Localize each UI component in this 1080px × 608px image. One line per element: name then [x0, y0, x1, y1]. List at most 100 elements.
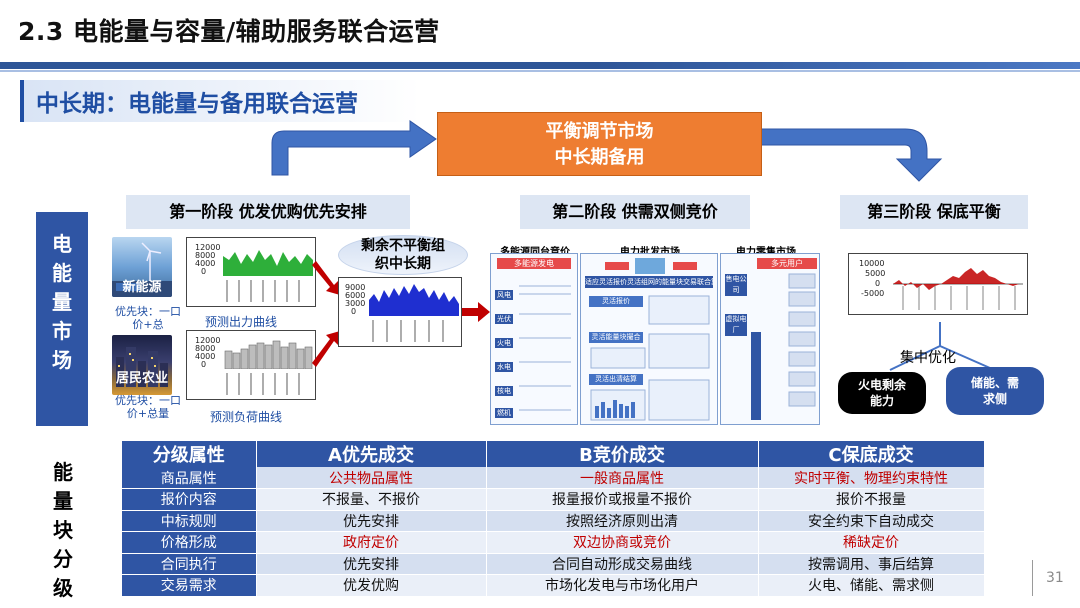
row-label: 价格形成	[122, 531, 257, 554]
balance-market-line2: 中长期备用	[554, 147, 645, 168]
stage-2-header: 第二阶段 供需双侧竞价	[520, 195, 750, 229]
panel-a-lines	[519, 285, 571, 411]
cell-b: 合同自动形成交易曲线	[486, 553, 759, 575]
market-head-a: 多能源同台竞价	[500, 243, 570, 258]
table-header-c: C保底成交	[758, 441, 985, 467]
load-ytick-3: 0	[201, 360, 207, 369]
row-label: 商品属性	[122, 467, 257, 489]
gen-ytick-0: 12000	[195, 243, 221, 252]
cell-c: 火电、储能、需求侧	[758, 574, 985, 597]
right-ytick-0: 10000	[859, 259, 885, 268]
city-photo	[112, 335, 172, 395]
title-rule-thin	[0, 70, 1080, 72]
row-label: 合同执行	[122, 553, 257, 575]
cell-c: 实时平衡、物理约束特性	[758, 467, 985, 489]
cell-c: 报价不报量	[758, 488, 985, 511]
oval-line1: 剩余不平衡组	[361, 238, 445, 254]
cell-a: 优先安排	[256, 510, 487, 532]
wind-turbine-icon	[112, 242, 172, 297]
market-head-b: 电力批发市场	[620, 243, 680, 258]
side-label-energy-market-text: 电能量市场	[52, 232, 72, 372]
stage3-balance-chart: 10000 5000 0 -5000	[848, 253, 1028, 315]
table-row: 价格形成 政府定价 双边协商或竞价 稀缺定价	[122, 531, 985, 554]
thermal-pill-line2: 能力	[869, 394, 894, 408]
panel-c-vpp: 虚拟电厂	[725, 314, 747, 336]
table-row: 中标规则 优先安排 按照经济原则出清 安全约束下自动成交	[122, 510, 985, 532]
converge-arrows	[312, 261, 340, 367]
panel-b-title: 适应灵活报价灵活组网的能量块交易联合算法	[585, 276, 713, 288]
cell-b: 按照经济原则出清	[486, 510, 759, 532]
right-ytick-1: 5000	[865, 269, 886, 278]
oval-line2: 织中长期	[375, 256, 431, 272]
balance-market-box: 平衡调节市场 中长期备用	[437, 112, 762, 176]
cell-a: 不报量、不报价	[256, 488, 487, 511]
row-label: 交易需求	[122, 574, 257, 597]
load-priority: 优先块：一口价+总量	[115, 394, 181, 420]
cell-a: 政府定价	[256, 531, 487, 554]
source-nuclear: 核电	[495, 386, 513, 396]
page-number: 31	[1046, 570, 1064, 586]
gen-forecast-chart: 12000 8000 4000 0	[186, 237, 316, 307]
gen-ytick-2: 4000	[195, 259, 216, 268]
panel-b-graphics	[590, 258, 710, 421]
load-xticks	[226, 373, 300, 395]
gen-xticks	[226, 280, 300, 302]
cell-c: 安全约束下自动成交	[758, 510, 985, 532]
cell-a: 优发优购	[256, 574, 487, 597]
row-label: 报价内容	[122, 488, 257, 511]
source-solar: 光伏	[495, 314, 513, 324]
gen-photo-label: 新能源	[122, 280, 162, 295]
load-ytick-2: 4000	[195, 352, 216, 361]
stage3-balance-plot	[893, 268, 1023, 310]
cell-b: 双边协商或竞价	[486, 531, 759, 554]
table-row: 交易需求 优发优购 市场化发电与市场化用户 火电、储能、需求侧	[122, 574, 985, 597]
subtitle-bar	[20, 80, 420, 122]
panel-c-graphics	[751, 273, 816, 420]
market-head-c: 电力零售市场	[736, 243, 796, 258]
table-row: 合同执行 优先安排 合同自动形成交易曲线 按需调用、事后结算	[122, 553, 985, 575]
right-ytick-3: -5000	[861, 289, 885, 298]
panel-retail: 多元用户 售电公司 虚拟电厂	[720, 253, 820, 425]
load-ytick-1: 8000	[195, 344, 216, 353]
cell-b: 报量报价或报量不报价	[486, 488, 759, 511]
source-thermal: 火电	[495, 338, 513, 348]
mid-ytick-2: 3000	[345, 299, 366, 308]
gen-ytick-1: 8000	[195, 251, 216, 260]
residual-oval	[338, 235, 468, 275]
gen-forecast-plot	[223, 250, 313, 276]
stage2-entry-arrow	[462, 302, 490, 322]
cell-a: 优先安排	[256, 553, 487, 575]
load-curve-caption: 预测负荷曲线	[210, 410, 283, 424]
table-header-a: A优先成交	[256, 441, 487, 467]
storage-pill-line2: 求侧	[982, 392, 1007, 406]
curved-arrow-right	[760, 128, 943, 182]
side-label-energy-market: 电能量市场	[36, 212, 88, 426]
table-row: 商品属性 公共物品属性 一般商品属性 实时平衡、物理约束特性	[122, 467, 985, 489]
cell-b: 市场化发电与市场化用户	[486, 574, 759, 597]
mid-xticks	[372, 320, 444, 342]
panel-multi-energy: 多能源发电 风电 光伏 火电 水电 核电 燃机	[490, 253, 578, 425]
panel-b-sub3: 灵活出清结算	[589, 374, 643, 385]
title-rule	[0, 62, 1080, 69]
optimization-label: 集中优化	[900, 350, 956, 366]
cell-c: 按需调用、事后结算	[758, 553, 985, 575]
storage-demand-pill: 储能、需 求侧	[946, 367, 1044, 415]
load-forecast-plot	[224, 340, 313, 369]
table-header-row: 分级属性 A优先成交 B竞价成交 C保底成交	[122, 441, 985, 467]
load-photo-label: 居民农业	[115, 371, 168, 386]
panel-b-sub2: 灵活能量块撮合	[589, 332, 643, 343]
section-subtitle: 中长期：电能量与备用联合运营	[36, 91, 358, 117]
stage-1-header: 第一阶段 优发优购优先安排	[126, 195, 410, 229]
cell-c: 稀缺定价	[758, 531, 985, 554]
thermal-surplus-pill: 火电剩余 能力	[838, 372, 926, 414]
load-forecast-chart: 12000 8000 4000 0	[186, 330, 316, 400]
cell-b: 一般商品属性	[486, 467, 759, 489]
table-header-b: B竞价成交	[486, 441, 759, 467]
side-label-energy-blocks: 能量块分级	[46, 458, 80, 603]
mid-ytick-0: 9000	[345, 283, 366, 292]
right-ytick-2: 0	[875, 279, 881, 288]
source-hydro: 水电	[495, 362, 513, 372]
panel-b-sub1: 灵活报价	[589, 296, 643, 307]
curved-arrow-left	[271, 120, 437, 176]
residual-plot	[369, 284, 459, 316]
